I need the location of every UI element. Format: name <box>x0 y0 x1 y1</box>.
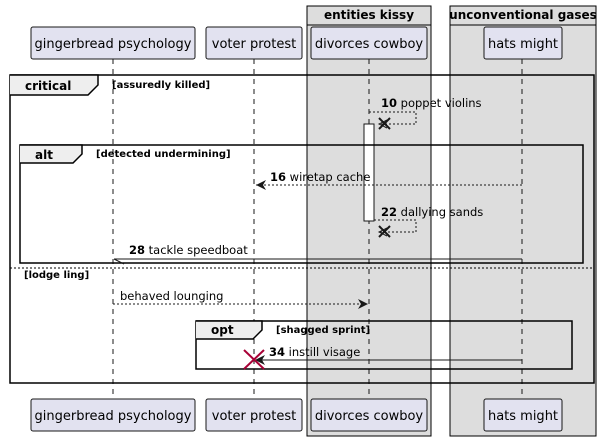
message-label-22: 22 dallying sands <box>381 205 483 219</box>
participant-label: hats might <box>488 37 558 52</box>
fragment-condition-critical: [assuredly killed] <box>112 80 210 91</box>
destroy-mark-icon <box>378 225 391 238</box>
fragment-keyword-critical: critical <box>25 79 71 93</box>
group-box-unconventional-gases <box>449 5 597 437</box>
group-title-unconventional-gases: unconventional gases <box>449 8 597 22</box>
participant-gingerbread-psychology-bottom[interactable]: gingerbread psychology <box>30 398 196 432</box>
participant-label: gingerbread psychology <box>35 409 192 424</box>
message-34: 34 instill visage <box>243 345 522 370</box>
message-label-34: 34 instill visage <box>269 345 360 359</box>
fragment-alt: alt [detected undermining] <box>19 144 584 264</box>
participant-hats-might-top[interactable]: hats might <box>483 26 563 60</box>
fragment-opt: opt [shagged sprint] <box>195 320 573 370</box>
participant-voter-protest-top[interactable]: voter protest <box>205 26 303 60</box>
fragment-keyword-opt: opt <box>211 323 234 337</box>
participant-label: divorces cowboy <box>315 409 424 424</box>
participant-divorces-cowboy-bottom[interactable]: divorces cowboy <box>310 398 428 432</box>
participant-label: gingerbread psychology <box>35 37 192 52</box>
message-16: 16 wiretap cache <box>256 170 522 190</box>
group-title-entities-kissy: entities kissy <box>324 8 414 22</box>
message-label-16: 16 wiretap cache <box>270 170 370 184</box>
message-label-behaved-lounging: behaved lounging <box>120 289 223 303</box>
participant-voter-protest-bottom[interactable]: voter protest <box>205 398 303 432</box>
message-22: 22 dallying sands <box>374 205 483 238</box>
participant-gingerbread-psychology-top[interactable]: gingerbread psychology <box>30 26 196 60</box>
participant-label: divorces cowboy <box>315 37 424 52</box>
message-behaved-lounging: behaved lounging <box>113 289 368 309</box>
message-label-10: 10 poppet violins <box>381 96 482 110</box>
destroy-mark-icon <box>378 117 391 130</box>
participant-divorces-cowboy-top[interactable]: divorces cowboy <box>310 26 428 60</box>
fragment-keyword-alt: alt <box>35 148 53 162</box>
activation-bar-divorces-cowboy <box>363 123 375 222</box>
fragment-critical: critical [assuredly killed] [lodge ling] <box>9 74 595 384</box>
participant-label: voter protest <box>212 409 296 424</box>
message-28: 28 tackle speedboat <box>113 243 522 265</box>
fragment-else-condition: [lodge ling] <box>24 270 89 281</box>
message-10: 10 poppet violins <box>369 96 482 130</box>
participant-hats-might-bottom[interactable]: hats might <box>483 398 563 432</box>
participant-label: hats might <box>488 409 558 424</box>
fragment-condition-alt: [detected undermining] <box>96 149 231 160</box>
participant-label: voter protest <box>212 37 296 52</box>
fragment-condition-opt: [shagged sprint] <box>276 325 370 336</box>
message-label-28: 28 tackle speedboat <box>129 243 248 257</box>
destroy-mark-icon <box>243 349 265 370</box>
